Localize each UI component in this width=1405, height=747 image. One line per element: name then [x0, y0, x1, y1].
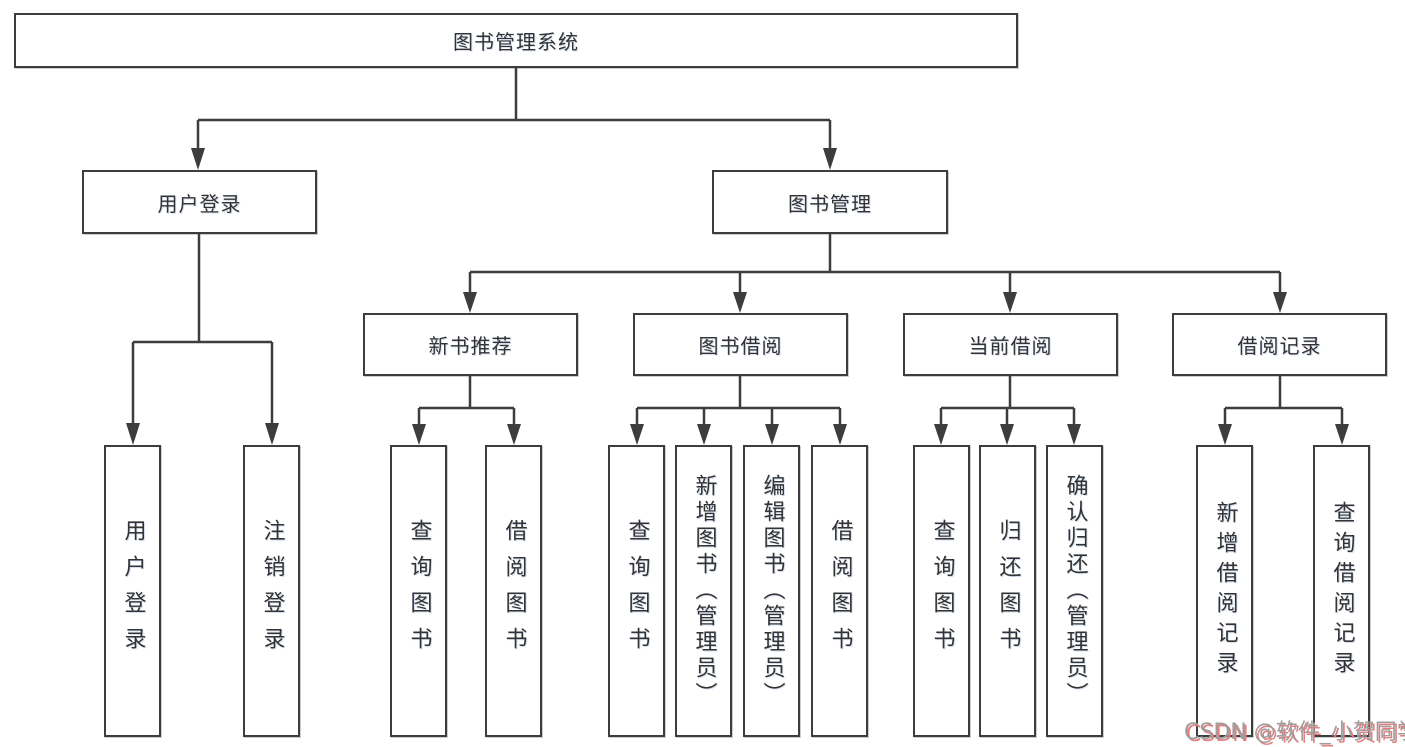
watermark: CSDN @软件_小贺同学 — [1184, 720, 1405, 745]
leaf-query-books-recommend: 查询图书 — [390, 445, 447, 737]
node-label: 新增借阅记录 — [1212, 501, 1238, 681]
node-user-login: 用户登录 — [82, 170, 317, 234]
leaf-borrow-books-recommend: 借阅图书 — [485, 445, 542, 737]
leaf-logout: 注销登录 — [243, 445, 300, 737]
node-label: 借阅图书 — [501, 519, 527, 663]
node-label: 图书管理系统 — [453, 30, 579, 54]
leaf-user-login: 用户登录 — [104, 445, 161, 737]
leaf-confirm-return-admin: 确认归还（管理员） — [1046, 445, 1103, 737]
node-label: 借阅记录 — [1237, 334, 1322, 358]
leaf-return-book: 归还图书 — [979, 445, 1036, 737]
node-label: 确认归还（管理员） — [1062, 474, 1088, 708]
node-label: 用户登录 — [120, 519, 146, 663]
node-label: 图书管理 — [788, 191, 872, 216]
node-label: 查询图书 — [929, 519, 955, 663]
node-new-book-recommend: 新书推荐 — [363, 313, 578, 376]
leaf-edit-book-admin: 编辑图书（管理员） — [743, 445, 800, 737]
node-book-borrow: 图书借阅 — [633, 313, 848, 376]
node-label: 查询借阅记录 — [1329, 501, 1355, 681]
node-library-management-system: 图书管理系统 — [14, 13, 1018, 68]
leaf-add-book-admin: 新增图书（管理员） — [675, 445, 732, 737]
node-label: 编辑图书（管理员） — [759, 474, 785, 708]
node-label: 注销登录 — [259, 519, 285, 663]
leaf-add-borrow-record: 新增借阅记录 — [1196, 445, 1253, 737]
node-label: 用户登录 — [157, 191, 242, 216]
leaf-query-books-borrow: 查询图书 — [608, 445, 665, 737]
node-label: 新增图书（管理员） — [691, 474, 717, 708]
node-label: 归还图书 — [995, 519, 1021, 663]
node-label: 查询图书 — [406, 519, 432, 663]
node-current-borrow: 当前借阅 — [903, 313, 1118, 376]
node-book-management: 图书管理 — [712, 170, 948, 234]
node-label: 查询图书 — [624, 519, 650, 663]
leaf-query-borrow-record: 查询借阅记录 — [1313, 445, 1370, 737]
node-borrow-records: 借阅记录 — [1172, 313, 1387, 376]
leaf-query-books-current: 查询图书 — [913, 445, 970, 737]
node-label: 借阅图书 — [827, 519, 853, 663]
leaf-borrow-books: 借阅图书 — [811, 445, 868, 737]
node-label: 当前借阅 — [968, 334, 1053, 358]
node-label: 图书借阅 — [698, 334, 783, 358]
node-label: 新书推荐 — [428, 334, 513, 358]
